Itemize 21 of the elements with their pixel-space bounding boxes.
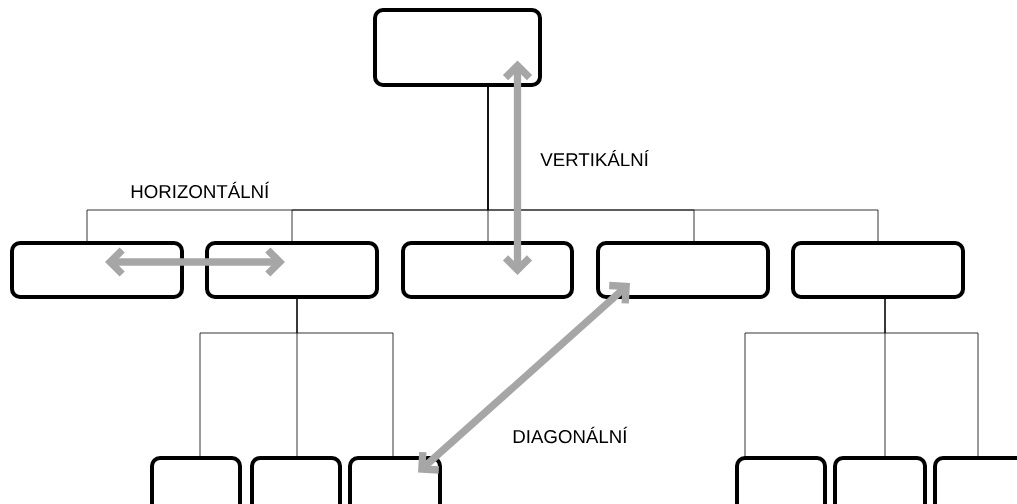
direction-label: DIAGONÁLNÍ [513,426,628,444]
double-arrow [105,247,285,277]
connector-line [884,296,979,459]
direction-label: VERTIKÁLNÍ [540,149,649,167]
direction-label: HORIZONTÁLNÍ [131,181,270,199]
box [150,456,242,504]
box [373,8,542,87]
double-arrow [418,281,630,474]
box [348,456,442,504]
connector-line [487,84,879,244]
connector-line [296,296,394,459]
box [250,456,342,504]
box [933,456,1017,504]
box [735,456,827,504]
box [401,241,574,299]
box [10,241,184,299]
double-arrow [502,60,533,275]
box [596,241,770,299]
box [205,241,379,299]
box [833,456,927,504]
box [791,241,965,299]
